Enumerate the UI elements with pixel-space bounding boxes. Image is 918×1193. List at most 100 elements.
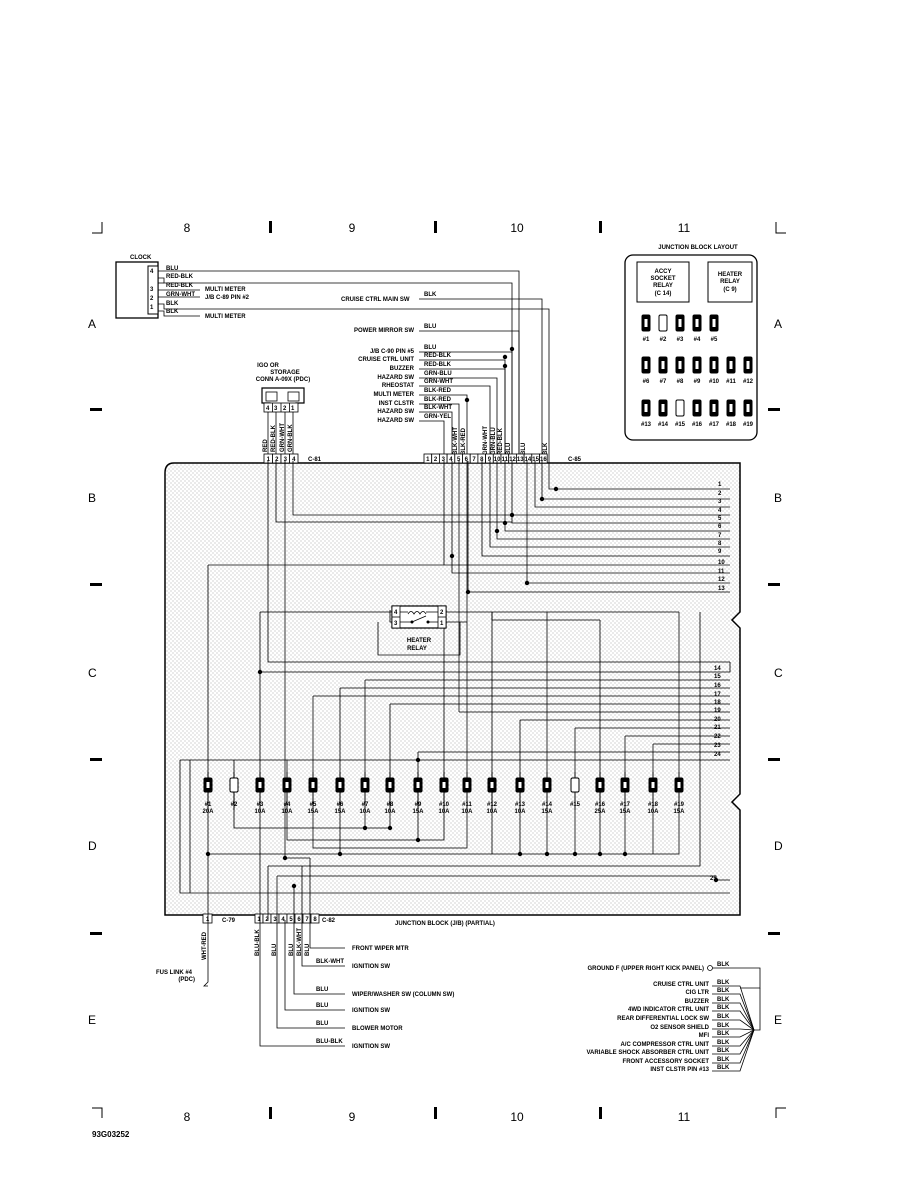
- row-label-left: E: [88, 1013, 96, 1027]
- layout-fuse-label: #19: [743, 422, 754, 428]
- fuse-number: #8: [387, 802, 394, 808]
- cruise-main-label: CRUISE CTRL MAIN SW: [341, 297, 410, 303]
- relay-label-1: HEATER: [407, 638, 432, 644]
- fuse-amp: 10A: [359, 809, 371, 815]
- column-label-top: 8: [184, 221, 191, 235]
- fuse-number: #5: [310, 802, 317, 808]
- input-label: J/B C-90 PIN #5: [370, 349, 415, 355]
- connector-pin: 7: [472, 457, 476, 463]
- fuse-amp: 10A: [281, 809, 293, 815]
- connector-pin: 2: [434, 457, 438, 463]
- input-label: MULTI METER: [373, 392, 414, 398]
- row-label-left: C: [88, 666, 97, 680]
- output-color: BLU: [316, 1021, 328, 1027]
- clock-component: CLOCK 4 3 2 1 BLU RED-BLK RED-BLK MULTI …: [115, 255, 550, 461]
- bus-number: 21: [714, 725, 721, 731]
- ground-color: BLK: [717, 980, 730, 986]
- bus-number: 2: [718, 491, 722, 497]
- igo-title-3: CONN A-09X (PDC): [256, 377, 310, 383]
- connector-pin: 7: [305, 917, 309, 923]
- c81-label: C-81: [308, 457, 322, 463]
- connector-pin: 5: [289, 917, 293, 923]
- heater-relay: 4 3 2 1 HEATER RELAY: [391, 605, 447, 652]
- input-color: RED-BLK: [424, 362, 452, 368]
- column-label-bottom: 11: [678, 1110, 691, 1124]
- input-color: BLK-RED: [424, 397, 452, 403]
- connector-pin: 5: [457, 457, 461, 463]
- ground-label: VARIABLE SHOCK ABSORBER CTRL UNIT: [586, 1050, 709, 1056]
- junction-block-body: [164, 462, 741, 916]
- layout-fuse-label: #17: [709, 422, 720, 428]
- clock-pin-2: 2: [150, 296, 154, 302]
- heater-line-3: (C 9): [723, 287, 736, 293]
- ground-f-group: GROUND F (UPPER RIGHT KICK PANEL) BLK CR…: [586, 962, 761, 1073]
- column-label-bottom: 9: [349, 1110, 356, 1124]
- fuse-row: #120A#2#310A#410A#515A#615A#710A#810A#91…: [202, 772, 685, 815]
- bottom-output-wires: FUS LINK #4 (PDC) WHT-RED FRONT WIPER MT…: [156, 920, 454, 1050]
- igo-pin-1: 1: [291, 406, 295, 412]
- connector-pin: 1: [426, 457, 430, 463]
- ground-color: BLK: [717, 1005, 730, 1011]
- internal-wiring: [179, 461, 731, 920]
- igo-pin-2: 2: [283, 406, 287, 412]
- layout-fuse-label: #11: [726, 379, 736, 385]
- fuse-number: #6: [337, 802, 344, 808]
- fuse-amp: 25A: [594, 809, 606, 815]
- ground-color: BLK: [717, 997, 730, 1003]
- fuse-amp: 15A: [541, 809, 553, 815]
- layout-fuse-label: #1: [643, 337, 650, 343]
- ground-color: BLK: [717, 1031, 730, 1037]
- igo-storage-connector: IGO OR STORAGE CONN A-09X (PDC) 4 3 2 1 …: [256, 363, 310, 455]
- connector-pin: 2: [265, 917, 269, 923]
- fuse-number: #9: [415, 802, 422, 808]
- clock-wire-4-color: GRN-WHT: [166, 292, 195, 298]
- fuse-number: #14: [542, 802, 553, 808]
- bus-number: 10: [718, 560, 725, 566]
- fuse-icon: [229, 777, 239, 793]
- ground-title-color: BLK: [717, 962, 730, 968]
- vertical-wire-label: BLU: [305, 944, 311, 956]
- vertical-wire-label: BLK-WHT: [453, 427, 459, 455]
- igo-wire-4: GRN-BLK: [288, 424, 294, 452]
- bus-number: 9: [718, 549, 722, 555]
- igo-wire-1: RED: [263, 439, 269, 452]
- fuse-number: #12: [487, 802, 498, 808]
- relay-pin-2: 2: [440, 610, 444, 616]
- clock-wire-3-dest: MULTI METER: [205, 287, 246, 293]
- bus-number: 13: [718, 586, 725, 592]
- layout-fuse-label: #10: [709, 379, 720, 385]
- clock-pin-3: 3: [150, 287, 154, 293]
- input-label: CRUISE CTRL UNIT: [358, 357, 414, 363]
- connector-pin: 14: [525, 457, 532, 463]
- ground-color: BLK: [717, 1065, 730, 1071]
- row-label-left: A: [88, 317, 96, 331]
- accy-line-3: RELAY: [653, 283, 673, 289]
- fuse-amp: 15A: [307, 809, 319, 815]
- row-label-right: E: [774, 1013, 782, 1027]
- ground-label: MFI: [699, 1033, 710, 1039]
- fuse-number: #18: [648, 802, 659, 808]
- ground-color: BLK: [717, 1014, 730, 1020]
- fuse-number: #19: [674, 802, 685, 808]
- c82-label: C-82: [322, 918, 336, 924]
- layout-fuse-label: #5: [711, 337, 718, 343]
- clock-wire-5-color: BLK: [166, 301, 179, 307]
- fuse-icon: [675, 399, 685, 417]
- fuse-number: #10: [439, 802, 450, 808]
- bus-number: 23: [714, 743, 721, 749]
- clock-pin-1: 1: [150, 305, 154, 311]
- ground-color: BLK: [717, 1040, 730, 1046]
- output-label: FRONT WIPER MTR: [352, 946, 409, 952]
- output-color: BLU: [316, 1003, 328, 1009]
- heater-line-2: RELAY: [720, 279, 740, 285]
- vertical-wire-label: BLK-WHT: [297, 928, 303, 956]
- igo-title-2: STORAGE: [270, 370, 300, 376]
- layout-fuse-label: #8: [677, 379, 684, 385]
- column-label-top: 9: [349, 221, 356, 235]
- connector-pin: 4: [449, 457, 453, 463]
- row-label-right: A: [774, 317, 782, 331]
- output-label: IGNITION SW: [352, 1008, 390, 1014]
- connector-pin: 11: [502, 457, 509, 463]
- accy-line-2: SOCKET: [650, 276, 675, 282]
